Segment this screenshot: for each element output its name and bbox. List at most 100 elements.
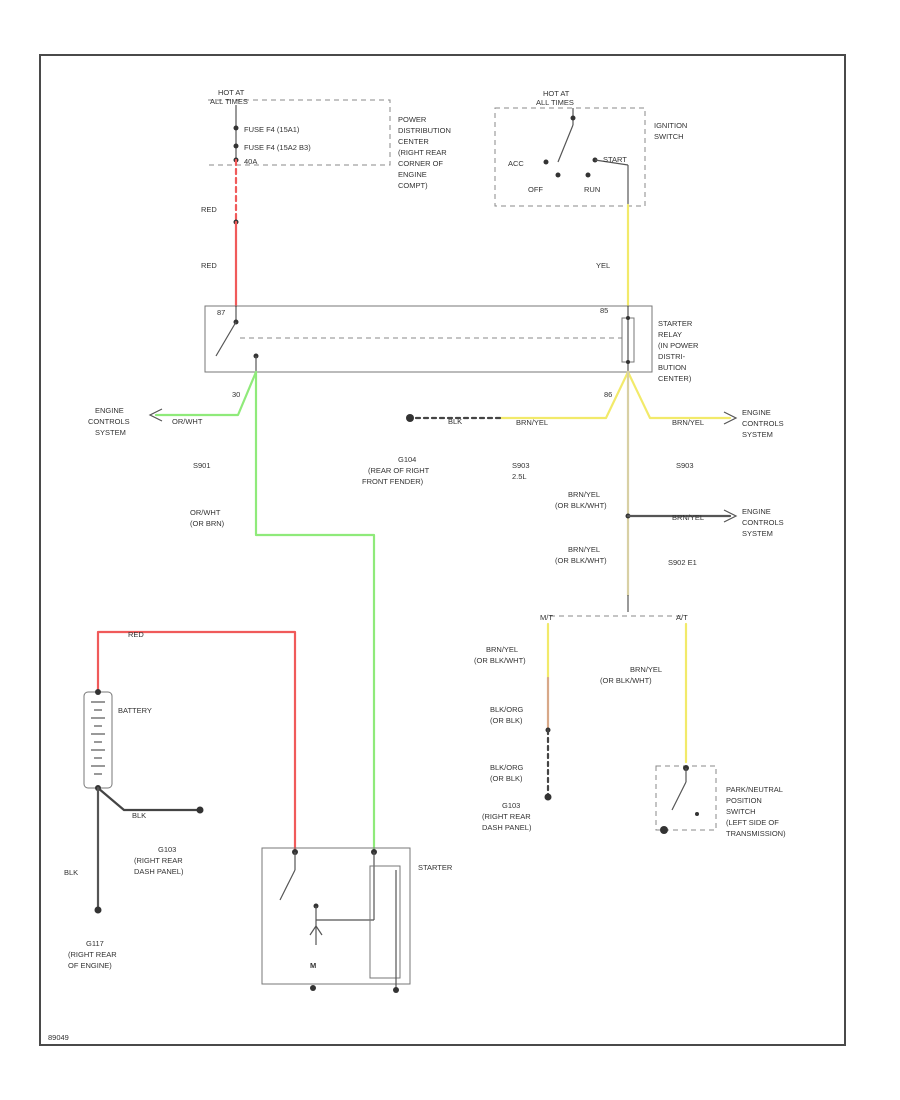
park-neutral-position-switch: PARK/NEUTRAL POSITION SWITCH (LEFT SIDE … [655,765,786,838]
park-neutral-label-1: PARK/NEUTRAL [726,785,783,794]
engine-controls-2-line-3: SYSTEM [742,430,773,439]
splice-2-label: S903 [512,461,530,470]
park-neutral-label-3: SWITCH [726,807,756,816]
red-label-1: RED [201,205,217,214]
g104-label-3: FRONT FENDER) [362,477,424,486]
engine-controls-3-line-1: ENGINE [742,507,771,516]
starter-relay: 87 85 30 86 STARTER RELAY (IN POWER DIST… [204,305,699,399]
starter-relay-label-5: BUTION [658,363,686,372]
fuse-dot-2 [233,143,239,149]
term-86-label: 86 [604,390,612,399]
g117-ground-dot [94,906,102,914]
park-neutral-label-4: (LEFT SIDE OF [726,818,779,827]
engine-controls-3-line-2: CONTROLS [742,518,784,527]
blk-vert-label: BLK [64,868,78,877]
g103-b-label-2: (RIGHT REAR [482,812,531,821]
blk-batt-label: BLK [132,811,146,820]
park-neutral-label-5: TRANSMISSION) [726,829,786,838]
blk-org-1a: BLK/ORG [490,705,524,714]
yel-label: YEL [596,261,610,270]
starter-solenoid-coil [369,865,401,979]
ign-feed-dot [570,115,576,121]
pdc-outline [208,99,391,166]
starter-relay-label-1: STARTER [658,319,693,328]
starter-label: STARTER [418,863,453,872]
brn-yel-or-blk-wht-3a: BRN/YEL [486,645,518,654]
brn-yel-or-blk-wht-1a: BRN/YEL [568,490,600,499]
ign-switch-blade [557,124,574,163]
g117-label-3: OF ENGINE) [68,961,112,970]
ignition-switch-label-2: SWITCH [654,132,684,141]
battery-red-cable [96,630,297,852]
arrow-engine-controls-3 [723,509,738,523]
fuse-label-3: 40A [244,157,257,166]
brn-yel-or-blk-wht-3b: (OR BLK/WHT) [474,656,526,665]
g103-b-ground-dot [544,793,552,801]
ignition-switch-label-1: IGNITION [654,121,687,130]
red-label-2: RED [201,261,217,270]
term-30-label: 30 [232,390,240,399]
ign-acc-dot [543,159,549,165]
starter-relay-box [204,305,653,373]
or-wht-or-brn-1: OR/WHT [190,508,221,517]
red-batt-label: RED [128,630,144,639]
blk-org-1b: (OR BLK) [490,716,523,725]
engine-controls-1-line-1: ENGINE [95,406,124,415]
run-label: RUN [584,185,600,194]
ign-run-dot [585,172,591,178]
blk-org-2b: (OR BLK) [490,774,523,783]
arrow-engine-controls-1 [148,408,163,422]
ign-start-contact [594,159,629,166]
term-87-label: 87 [217,308,225,317]
battery-label: BATTERY [118,706,152,715]
g103-b-label-3: DASH PANEL) [482,823,532,832]
relay-86-dot [626,360,630,364]
starter-relay-label-2: RELAY [658,330,682,339]
pdc-label-7: COMPT) [398,181,428,190]
term-85-label: 85 [600,306,608,315]
g103-b-label-1: G103 [502,801,520,810]
g103-a-label-3: DASH PANEL) [134,867,184,876]
pn-contact-dot [695,812,699,816]
engine-controls-3-line-3: SYSTEM [742,529,773,538]
yellow-wire-to-engine-controls [626,370,732,420]
fuse-label-1: FUSE F4 (15A1) [244,125,300,134]
engine-controls-1-line-3: SYSTEM [95,428,126,437]
hot-at-all-times-top-2: ALL TIMES [210,97,248,106]
engine-controls-1-line-2: CONTROLS [88,417,130,426]
figure-id: 89049 [48,1033,69,1042]
brn-yel-or-blk-wht-2a: BRN/YEL [568,545,600,554]
pdc-label-5: CORNER OF [398,159,443,168]
splice-1-label: S901 [193,461,211,470]
battery-pos-dot [95,689,101,695]
pdc-label-6: ENGINE [398,170,427,179]
diagram-frame [39,54,846,1046]
splice-4-label: S902 E1 [668,558,697,567]
ignition-switch-outline [494,107,646,207]
off-label: OFF [528,185,543,194]
starter-relay-label-6: CENTER) [658,374,692,383]
brn-yel-or-blk-wht-2b: (OR BLK/WHT) [555,556,607,565]
brn-yel-or-blk-wht-4a: BRN/YEL [630,665,662,674]
park-neutral-label-2: POSITION [726,796,762,805]
pdc-label-4: (RIGHT REAR [398,148,447,157]
acc-label: ACC [508,159,524,168]
yellow-wire-to-g104 [498,370,630,420]
g104-label-1: G104 [398,455,416,464]
wire-or-wht-label-1: OR/WHT [172,417,203,426]
hot-at-all-times-ign-2: ALL TIMES [536,98,574,107]
starter-box [261,847,411,985]
wire-brn-yel-label-2: BRN/YEL [672,418,704,427]
starter: M STARTER [261,847,453,993]
g103-a-label-2: (RIGHT REAR [134,856,183,865]
relay-contact-blade [215,321,237,357]
battery: RED BATTERY BLK BLK G103 (RIGHT REAR DAS… [64,630,297,970]
green-wire-to-engine-controls [154,370,258,417]
g103-a-ground-dot [196,806,204,814]
pdc-label-1: POWER [398,115,427,124]
arrow-engine-controls-2 [723,411,738,425]
pdc-label-3: CENTER [398,137,429,146]
start-label: START [603,155,627,164]
pn-ground-dot [660,826,668,834]
fuse-label-2: FUSE F4 (15A2 B3) [244,143,311,152]
